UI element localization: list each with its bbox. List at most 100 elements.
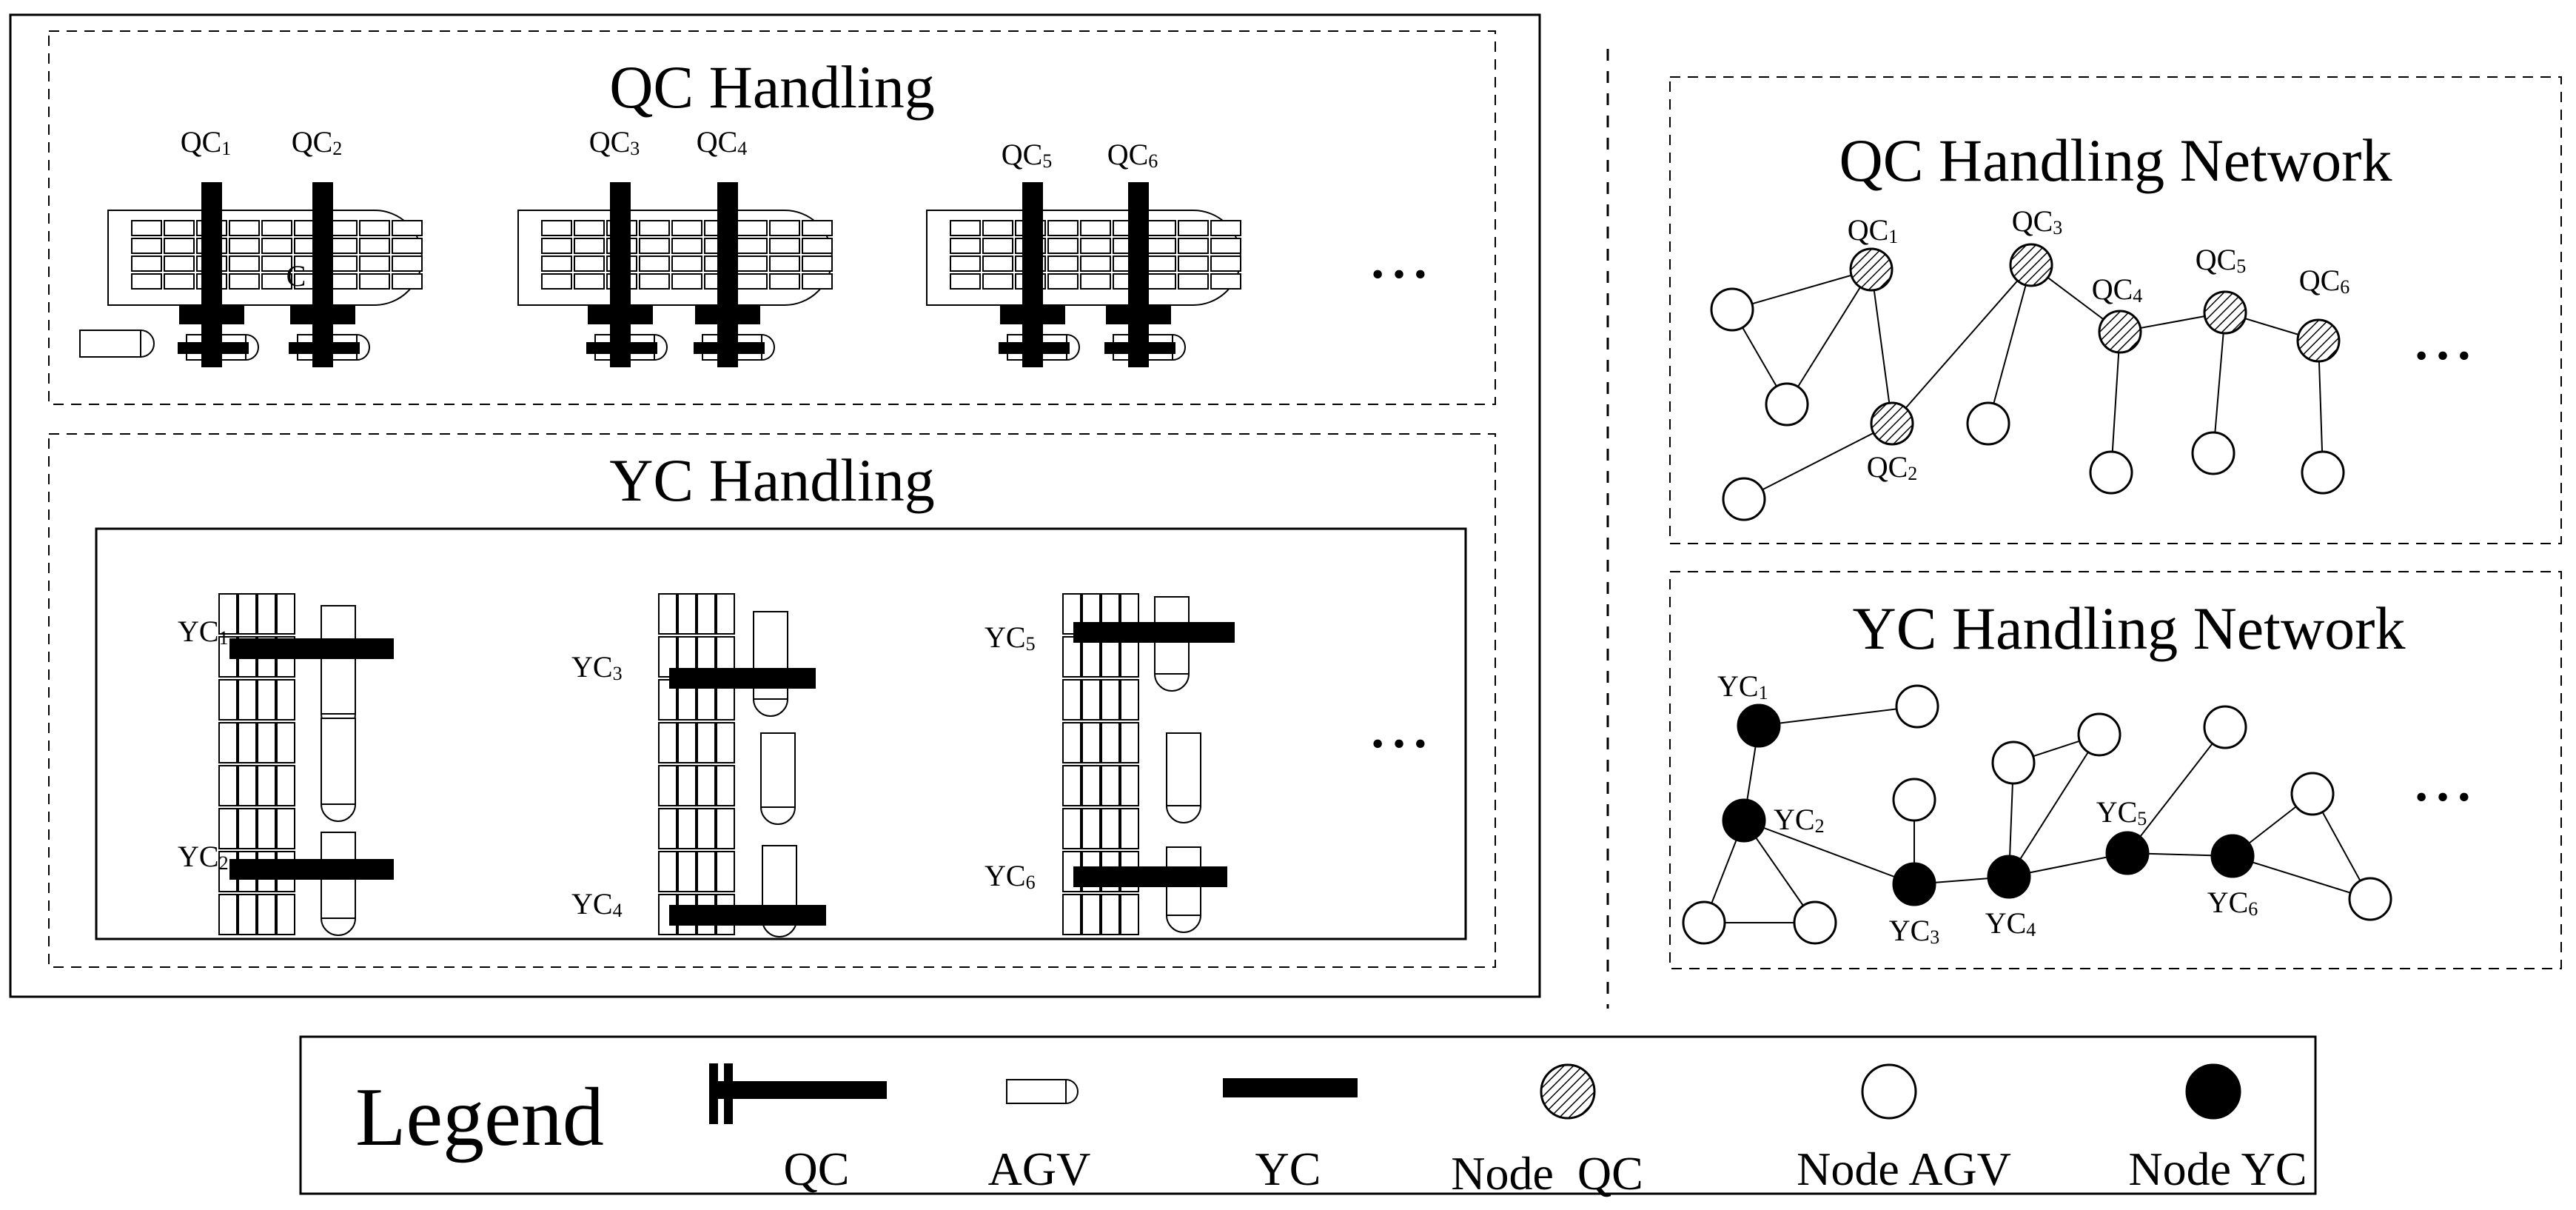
agv-node	[1765, 382, 1809, 427]
yc-network-edge	[2127, 726, 2226, 854]
quay-crane-spreader	[289, 342, 360, 354]
yc-label-5-base: YC	[985, 621, 1026, 654]
legend-label-node-yc: Node YC	[2128, 1143, 2307, 1195]
ship-container	[802, 255, 833, 272]
yc-label-1-base: YC	[178, 615, 219, 648]
ship-container	[950, 273, 981, 290]
qc-node-label-4: QC4	[2092, 273, 2143, 307]
qc-network-edge	[1743, 423, 1893, 500]
ship-container	[1145, 273, 1176, 290]
yc-node-label-6-base: YC	[2207, 886, 2249, 919]
legend-label-yc: YC	[1255, 1143, 1321, 1195]
yard-container	[257, 722, 276, 763]
yc-handling-title: YC Handling	[609, 447, 935, 514]
ship-container	[574, 255, 605, 272]
qc-network-edge	[1786, 269, 1872, 405]
ship-container	[1047, 220, 1079, 236]
quay-crane-leg	[610, 182, 631, 367]
qc-node-label-3: QC3	[2012, 204, 2063, 238]
agv-node	[1793, 900, 1837, 945]
ship-container	[1210, 220, 1241, 236]
ship-container	[1047, 255, 1079, 272]
ship-container	[1145, 255, 1176, 272]
qc-label-5: QC5	[1002, 138, 1053, 172]
quay-crane-sill	[695, 305, 760, 324]
yard-container	[716, 593, 735, 635]
ship-container	[229, 220, 260, 236]
quay-crane-spreader	[1104, 342, 1175, 354]
ship-container	[131, 273, 162, 290]
yc-label-2-base: YC	[178, 840, 219, 873]
qc-node-label-2: QC2	[1867, 450, 1918, 484]
yard-container	[1081, 894, 1101, 935]
quay-crane-6: QC6	[1104, 138, 1186, 367]
ship-container	[131, 255, 162, 272]
qc-label-1-base: QC	[181, 125, 222, 158]
yard-agv-3-1	[1154, 596, 1190, 692]
qc-network-title: QC Handling Network	[1839, 127, 2392, 194]
ship-container	[541, 255, 572, 272]
yc-label-4-sub: 4	[613, 900, 623, 921]
ship-container	[392, 273, 423, 290]
ship-container	[164, 220, 195, 236]
ship-container	[164, 238, 195, 254]
ship-container	[802, 220, 833, 236]
yard-container	[238, 722, 257, 763]
qc-label-3-sub: 3	[630, 138, 640, 159]
agv-node	[1722, 477, 1766, 521]
ship-container	[802, 273, 833, 290]
yard-container	[218, 808, 238, 849]
qc-network-edge	[1871, 269, 1893, 424]
yard-container	[218, 679, 238, 721]
yc-node-label-3-sub: 3	[1930, 926, 1939, 948]
quay-crane-4: QC4	[694, 125, 775, 367]
yard-container	[658, 679, 677, 721]
yard-crane-3	[669, 668, 816, 689]
ship-container	[639, 238, 670, 254]
ship-container	[769, 273, 800, 290]
ship-container	[1080, 220, 1111, 236]
yc-node-4	[1987, 855, 2031, 899]
ship-container	[1210, 273, 1241, 290]
legend-title: Legend	[355, 1072, 604, 1163]
qc-label-3: QC3	[589, 125, 640, 159]
ship-container	[769, 238, 800, 254]
yc-label-2-sub: 2	[219, 852, 229, 874]
ship-container	[1047, 238, 1079, 254]
yc-node-label-2-sub: 2	[1815, 815, 1825, 837]
ship-container	[541, 273, 572, 290]
agv-node	[2301, 450, 2345, 495]
yard-crane-1	[229, 638, 394, 659]
ship-container	[229, 238, 260, 254]
yard-container	[677, 851, 697, 892]
qc-label-5-base: QC	[1002, 138, 1043, 171]
agv-node	[1892, 778, 1936, 822]
yc-node-label-6-sub: 6	[2248, 898, 2258, 920]
quay-crane-1: QC1	[178, 125, 259, 367]
yard-container	[1062, 894, 1081, 935]
yard-container	[658, 722, 677, 763]
qc-node-4	[2098, 310, 2142, 354]
qc-node-label-6-base: QC	[2299, 264, 2341, 297]
ship-container	[671, 273, 702, 290]
ship-container	[164, 273, 195, 290]
yc-node-label-6: YC6	[2207, 886, 2258, 920]
legend-node-agv-symbol	[1861, 1063, 1917, 1120]
yc-network-edge	[2008, 734, 2100, 878]
yard-container	[658, 808, 677, 849]
qc-label-2-base: QC	[292, 125, 333, 158]
qc-continuation-dots: • • •	[1372, 255, 1426, 294]
qc-node-2	[1870, 401, 1914, 446]
ship-container	[261, 220, 292, 236]
qc-network-edge	[1891, 264, 2032, 424]
quay-crane-sill	[290, 305, 355, 324]
yard-crane-2	[229, 859, 394, 880]
yard-container	[697, 851, 716, 892]
agv-node	[2290, 772, 2335, 816]
ship-container	[802, 238, 833, 254]
legend-yc-symbol	[1223, 1078, 1358, 1097]
